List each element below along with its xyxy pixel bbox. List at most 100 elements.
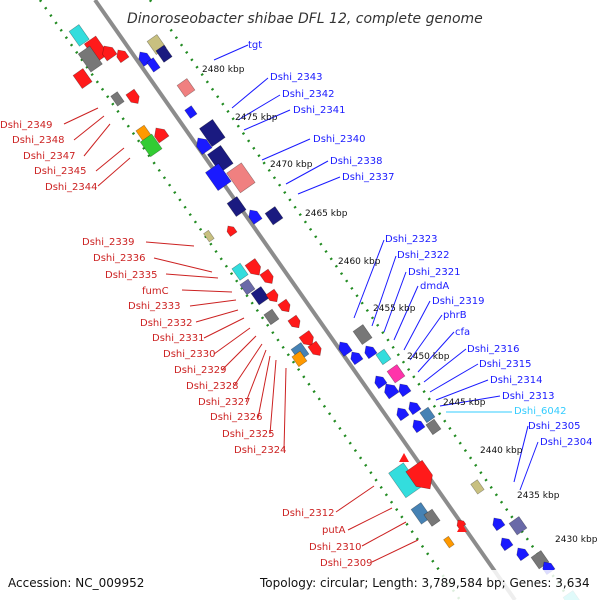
gene-feature[interactable]: [514, 545, 530, 562]
gene-feature[interactable]: [77, 45, 103, 73]
gene-label[interactable]: Dshi_2347: [23, 151, 75, 162]
gene-label[interactable]: Dshi_2340: [313, 134, 365, 145]
gene-label[interactable]: Dshi_2313: [502, 391, 554, 402]
gene-label[interactable]: tgt: [248, 40, 262, 51]
gene-feature[interactable]: [498, 535, 514, 552]
gene-feature[interactable]: [298, 330, 317, 349]
gene-label[interactable]: Dshi_2309: [320, 558, 372, 569]
gene-feature[interactable]: [352, 324, 373, 345]
gene-feature[interactable]: [423, 508, 441, 527]
gene-label[interactable]: Dshi_2338: [330, 156, 382, 167]
gene-feature[interactable]: [125, 88, 142, 106]
gene-label[interactable]: Dshi_2331: [152, 333, 204, 344]
gene-label[interactable]: Dshi_2327: [198, 397, 250, 408]
gene-label[interactable]: Dshi_2337: [342, 172, 394, 183]
gene-label[interactable]: Dshi_2323: [385, 234, 437, 245]
gene-feature[interactable]: [264, 206, 284, 226]
gene-feature[interactable]: [244, 258, 264, 279]
gene-feature[interactable]: [263, 308, 280, 326]
gene-feature[interactable]: [226, 162, 256, 194]
gene-label[interactable]: phrB: [443, 310, 467, 321]
gene-feature[interactable]: [176, 78, 196, 98]
gene-feature[interactable]: [250, 286, 270, 306]
gene-feature[interactable]: [287, 314, 303, 331]
gene-feature[interactable]: [139, 133, 163, 158]
gene-label[interactable]: Dshi_2330: [163, 349, 215, 360]
gene-label[interactable]: Dshi_2329: [174, 365, 226, 376]
gene-label[interactable]: cfa: [455, 327, 470, 338]
gene-feature[interactable]: [394, 405, 410, 422]
gene-feature[interactable]: [457, 523, 467, 532]
gene-label[interactable]: Dshi_2319: [432, 296, 484, 307]
gene-feature[interactable]: [362, 343, 378, 360]
gene-label[interactable]: Dshi_2339: [82, 237, 134, 248]
gene-feature[interactable]: [405, 459, 438, 494]
gene-feature[interactable]: [151, 125, 170, 144]
gene-feature[interactable]: [225, 224, 238, 237]
gene-label[interactable]: Dshi_2326: [210, 412, 262, 423]
gene-feature[interactable]: [277, 298, 293, 315]
gene-label[interactable]: Dshi_2324: [234, 445, 286, 456]
gene-feature[interactable]: [146, 57, 161, 73]
gene-feature[interactable]: [470, 479, 485, 495]
gene-feature[interactable]: [199, 118, 226, 148]
gene-feature[interactable]: [381, 381, 400, 400]
gene-feature[interactable]: [246, 207, 263, 225]
gene-label[interactable]: Dshi_2345: [34, 166, 86, 177]
gene-feature[interactable]: [155, 44, 173, 63]
gene-feature[interactable]: [490, 515, 506, 532]
gene-feature[interactable]: [226, 196, 247, 217]
gene-feature[interactable]: [259, 268, 276, 286]
gene-feature[interactable]: [99, 43, 118, 62]
gene-feature[interactable]: [114, 47, 130, 64]
gene-feature[interactable]: [336, 339, 353, 357]
gene-label[interactable]: Dshi_2342: [282, 89, 334, 100]
gene-label[interactable]: Dshi_2305: [528, 421, 580, 432]
gene-label[interactable]: Dshi_2322: [397, 250, 449, 261]
gene-feature[interactable]: [307, 340, 324, 358]
gene-feature[interactable]: [72, 68, 93, 89]
gene-label[interactable]: Dshi_2344: [45, 182, 97, 193]
gene-feature[interactable]: [372, 373, 388, 390]
gene-label[interactable]: Dshi_6042: [514, 406, 566, 417]
gene-feature[interactable]: [205, 162, 232, 192]
gene-feature[interactable]: [265, 288, 281, 305]
gene-label[interactable]: Dshi_2333: [128, 301, 180, 312]
gene-feature[interactable]: [348, 349, 364, 366]
gene-label[interactable]: Dshi_2304: [540, 437, 592, 448]
gene-label[interactable]: Dshi_2349: [0, 120, 52, 131]
gene-label[interactable]: Dshi_2321: [408, 267, 460, 278]
gene-label[interactable]: Dshi_2332: [140, 318, 192, 329]
gene-label[interactable]: Dshi_2336: [93, 253, 145, 264]
gene-label[interactable]: Dshi_2335: [105, 270, 157, 281]
gene-label[interactable]: Dshi_2325: [222, 429, 274, 440]
gene-feature[interactable]: [508, 516, 528, 536]
gene-feature[interactable]: [419, 406, 436, 424]
gene-label[interactable]: Dshi_2328: [186, 381, 238, 392]
gene-feature[interactable]: [231, 262, 249, 281]
gene-label[interactable]: putA: [322, 525, 346, 536]
gene-feature[interactable]: [425, 418, 442, 436]
gene-label[interactable]: Dshi_2312: [282, 508, 334, 519]
gene-label[interactable]: dmdA: [420, 281, 449, 292]
gene-label[interactable]: Dshi_2310: [309, 542, 361, 553]
gene-label[interactable]: Dshi_2348: [12, 135, 64, 146]
gene-feature[interactable]: [239, 278, 256, 296]
gene-feature[interactable]: [110, 91, 125, 107]
gene-feature[interactable]: [203, 229, 215, 243]
gene-label[interactable]: Dshi_2341: [293, 105, 345, 116]
gene-label[interactable]: fumC: [142, 286, 169, 297]
gene-feature[interactable]: [291, 350, 308, 368]
gene-feature[interactable]: [193, 135, 213, 155]
gene-feature[interactable]: [375, 348, 392, 366]
gene-feature[interactable]: [396, 381, 412, 398]
gene-label[interactable]: Dshi_2343: [270, 72, 322, 83]
gene-feature[interactable]: [406, 399, 422, 416]
gene-feature[interactable]: [68, 24, 90, 47]
gene-feature[interactable]: [443, 535, 455, 549]
gene-feature[interactable]: [410, 417, 426, 434]
gene-label[interactable]: Dshi_2316: [467, 344, 519, 355]
gene-feature[interactable]: [386, 364, 406, 384]
gene-label[interactable]: Dshi_2314: [490, 375, 542, 386]
gene-label[interactable]: Dshi_2315: [479, 359, 531, 370]
